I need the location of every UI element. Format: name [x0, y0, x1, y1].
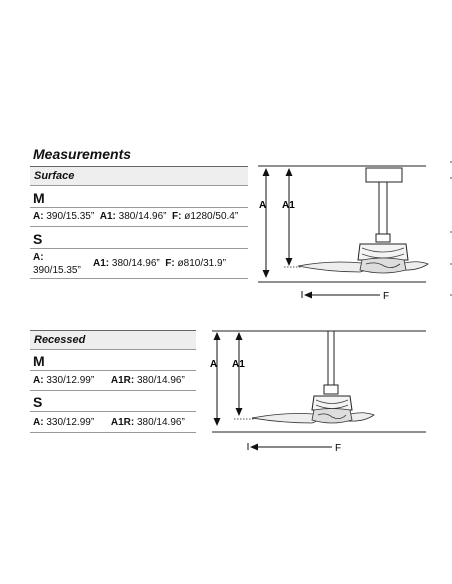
spec-a1r-label: A1R: — [110, 417, 135, 428]
ceiling-canopy — [365, 167, 403, 183]
dimension-a-label: A — [210, 359, 217, 370]
surface-section-header: Surface — [30, 166, 248, 186]
divider — [30, 278, 248, 279]
spec-a-label: A: — [33, 252, 44, 263]
dimension-a1-label: A1 — [282, 200, 295, 211]
surface-s-spec-a: A: 390/15.35” — [33, 251, 81, 277]
dimension-f-arrow — [301, 291, 380, 299]
spec-f-value: ø810/31.9” — [177, 258, 226, 269]
spec-a-value: 390/15.35” — [33, 265, 81, 276]
dimension-a-label: A — [259, 200, 266, 211]
spec-f-label: F: — [172, 211, 182, 222]
fan-blade — [399, 261, 429, 271]
divider — [30, 207, 248, 208]
downrod — [327, 330, 335, 388]
recessed-section-label: Recessed — [34, 334, 86, 346]
fan-blade — [347, 412, 375, 422]
dimension-a1-label: A1 — [232, 359, 245, 370]
dimension-f-label: F — [383, 291, 389, 302]
divider — [30, 370, 196, 371]
recessed-section-header: Recessed — [30, 330, 196, 350]
spec-a1-value: 380/14.96” — [118, 211, 167, 222]
dimension-a-arrow — [262, 168, 270, 278]
spec-a-label: A: — [33, 375, 44, 386]
recessed-size-m-label: M — [33, 353, 45, 369]
spec-f-label: F: — [165, 258, 175, 269]
page-title: Measurements — [33, 146, 132, 162]
spec-a1r-value: 380/14.96” — [136, 417, 185, 428]
surface-s-spec-rest: A1: 380/14.96” F: ø810/31.9” — [93, 258, 226, 269]
fan-blade — [297, 261, 368, 273]
surface-size-s-label: S — [33, 231, 43, 247]
dimension-f-label: F — [335, 443, 341, 454]
fan-hub — [311, 408, 353, 424]
recessed-m-specs: A: 330/12.99” A1R: 380/14.96” — [33, 375, 196, 386]
surface-size-m-label: M — [33, 190, 45, 206]
surface-fan-diagram: A A1 F — [258, 161, 452, 302]
surface-m-specs: A: 390/15.35” A1: 380/14.96” F: ø1280/50… — [33, 211, 238, 222]
recessed-s-specs: A: 330/12.99” A1R: 380/14.96” — [33, 417, 196, 428]
divider — [30, 390, 196, 391]
dimension-a1-arrow — [285, 168, 293, 266]
downrod — [378, 181, 388, 235]
spec-a1-label: A1: — [99, 211, 116, 222]
dimension-a1-arrow — [235, 332, 243, 416]
spec-a1-value: 380/14.96” — [111, 258, 160, 269]
recessed-fan-diagram: A A1 F — [210, 330, 426, 454]
divider — [30, 226, 248, 227]
spec-a-value: 330/12.99” — [46, 417, 95, 428]
dimension-f-arrow — [247, 443, 332, 451]
spec-f-value: ø1280/50.4” — [184, 211, 239, 222]
motor-housing — [311, 395, 353, 411]
spec-a1r-value: 380/14.96” — [136, 375, 185, 386]
spec-a-label: A: — [33, 417, 44, 428]
divider — [30, 411, 196, 412]
surface-section-label: Surface — [34, 170, 75, 182]
spec-a-label: A: — [33, 211, 44, 222]
spec-a-value: 390/15.35” — [46, 211, 95, 222]
dimension-a-arrow — [213, 332, 221, 426]
divider — [30, 248, 248, 249]
spec-a-value: 330/12.99” — [46, 375, 95, 386]
spec-a1-label: A1: — [93, 258, 110, 269]
divider — [30, 432, 196, 433]
recessed-size-s-label: S — [33, 394, 43, 410]
spec-a1r-label: A1R: — [110, 375, 135, 386]
fan-blade — [251, 413, 319, 424]
